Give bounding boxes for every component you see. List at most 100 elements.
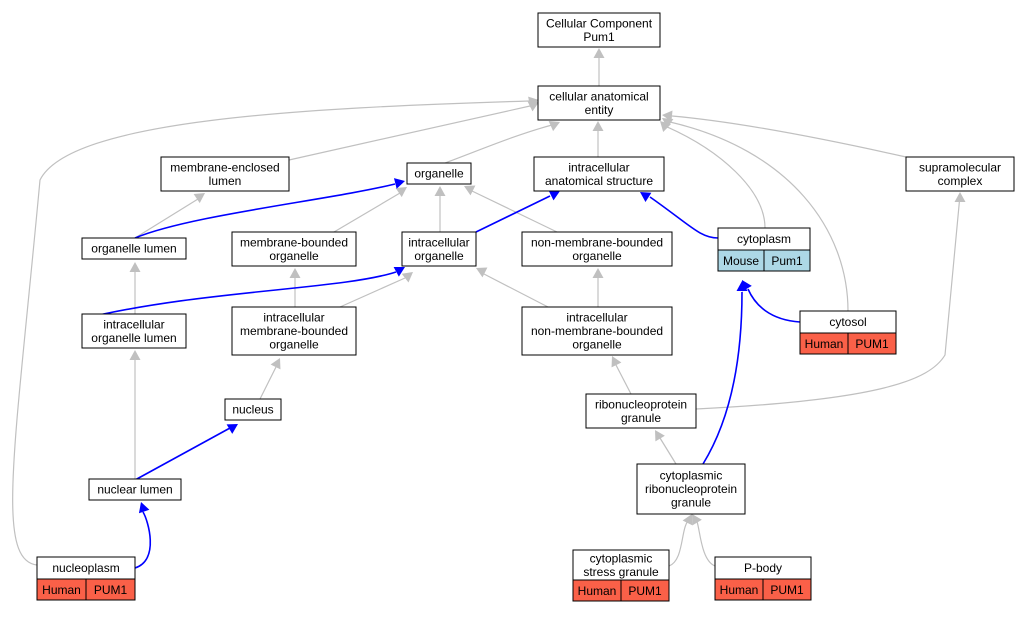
edge-line	[664, 125, 766, 229]
edge-arrowhead	[640, 192, 652, 203]
edge-arrowhead	[129, 350, 141, 360]
edge-arrowhead	[662, 118, 674, 129]
edge-arrowhead	[434, 186, 446, 196]
edge-arrowhead	[270, 358, 281, 370]
term-label: P-body	[744, 561, 782, 575]
edge-line	[695, 518, 716, 567]
term-node-box	[636, 463, 746, 515]
edge-arrowhead	[611, 356, 622, 368]
edge-line	[134, 198, 199, 239]
edge-arrowhead	[289, 268, 301, 278]
term-label: intracellular	[263, 311, 324, 325]
edge-arrowhead	[393, 266, 405, 277]
annotation-species-label: Human	[578, 584, 617, 598]
term-node-olumen[interactable]: organelle lumen	[81, 237, 187, 260]
edge-line	[671, 115, 907, 158]
annotation-species-label: Mouse	[723, 254, 759, 268]
term-label: organelle lumen	[91, 242, 176, 256]
term-label: membrane-bounded	[240, 324, 348, 338]
term-label: nuclear lumen	[97, 483, 172, 497]
edge-line	[134, 427, 231, 481]
edge-arrowhead	[592, 268, 604, 278]
term-label: organelle	[572, 338, 622, 352]
term-node-inmbo[interactable]: intracellularnon-membrane-boundedorganel…	[521, 306, 673, 356]
edge-arrowhead	[395, 187, 407, 198]
term-label: cytoplasmic	[660, 469, 723, 483]
term-label: stress granule	[583, 565, 659, 579]
term-node-box	[81, 237, 187, 260]
edge-arrowhead	[692, 514, 702, 526]
term-label: organelle lumen	[91, 331, 176, 345]
term-label: cytoplasm	[737, 232, 791, 246]
edge-arrowhead	[655, 430, 665, 442]
term-label: lumen	[209, 174, 242, 188]
edge-line	[615, 364, 632, 395]
term-label: nucleus	[232, 403, 273, 417]
term-label: ribonucleoprotein	[595, 397, 687, 411]
annotation-cell-gene	[620, 579, 670, 602]
annotation-species-label: Human	[805, 337, 844, 351]
term-label: Cellular Component	[546, 16, 653, 30]
term-label: organelle	[414, 167, 464, 181]
annotation-gene-label: PUM1	[770, 583, 804, 597]
edge-line	[695, 194, 961, 410]
term-label: membrane-enclosed	[170, 160, 279, 174]
term-label: intracellular	[568, 160, 629, 174]
term-label: granule	[621, 411, 661, 425]
edge-line	[669, 121, 849, 312]
term-node-nucleus[interactable]: nucleus	[224, 398, 282, 421]
term-node-box	[231, 306, 357, 356]
edges-layer	[12, 48, 966, 569]
edge-line	[12, 100, 530, 566]
edge-line	[288, 105, 531, 161]
term-label: entity	[585, 103, 614, 117]
term-node-nlumen[interactable]: nuclear lumen	[88, 478, 182, 501]
annotation-species-label: Human	[42, 583, 81, 597]
term-node-box	[81, 313, 187, 349]
edge-line	[483, 273, 549, 308]
term-node-box	[905, 156, 1015, 192]
edge-arrowhead	[464, 185, 476, 196]
term-label: organelle	[269, 338, 319, 352]
term-label: non-membrane-bounded	[531, 235, 663, 249]
term-node-box	[88, 478, 182, 501]
edge-arrowhead	[138, 502, 150, 514]
term-label: organelle	[572, 249, 622, 263]
annotation-gene-label: Pum1	[771, 254, 803, 268]
edge-arrowhead	[401, 272, 413, 283]
term-node-box	[585, 393, 697, 429]
annotation-cell-gene	[762, 578, 812, 601]
term-node-box	[521, 306, 673, 356]
edge-line	[747, 288, 801, 323]
term-node-box	[572, 549, 670, 581]
term-node-box	[224, 398, 282, 421]
term-node-box	[401, 231, 477, 267]
edge-line	[333, 192, 401, 233]
edge-arrowhead	[592, 121, 604, 131]
term-label: ribonucleoprotein	[645, 482, 737, 496]
edge-arrowhead	[593, 48, 605, 58]
edge-arrowhead	[476, 267, 488, 278]
term-label: complex	[938, 174, 983, 188]
term-node-box	[231, 231, 357, 267]
term-node-organelle[interactable]: organelle	[406, 162, 472, 185]
edge-line	[339, 277, 406, 308]
